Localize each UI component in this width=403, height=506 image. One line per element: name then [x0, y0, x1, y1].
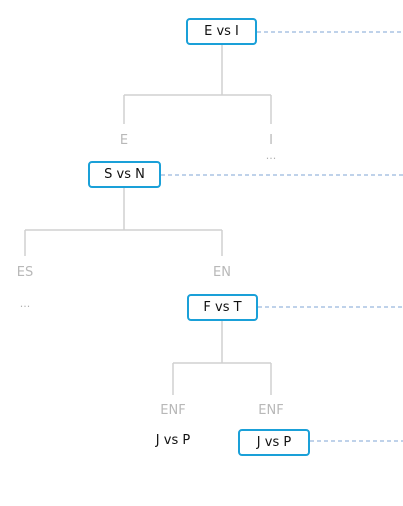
- branch-label-es: ES: [16, 265, 34, 280]
- collapsed-marker-es: ...: [19, 297, 31, 310]
- branch-label-e: E: [119, 133, 129, 148]
- node-s-vs-n[interactable]: S vs N: [88, 161, 161, 188]
- branch-label-enf-left: ENF: [160, 403, 186, 418]
- node-j-vs-p-right[interactable]: J vs P: [238, 429, 310, 456]
- branch-label-i: I: [269, 133, 273, 148]
- collapsed-marker-i: ...: [265, 149, 277, 162]
- node-j-vs-p-left[interactable]: J vs P: [155, 433, 191, 448]
- branch-label-enf-right: ENF: [258, 403, 284, 418]
- branch-label-en: EN: [213, 265, 231, 280]
- node-e-vs-i[interactable]: E vs I: [186, 18, 257, 45]
- node-f-vs-t[interactable]: F vs T: [187, 294, 258, 321]
